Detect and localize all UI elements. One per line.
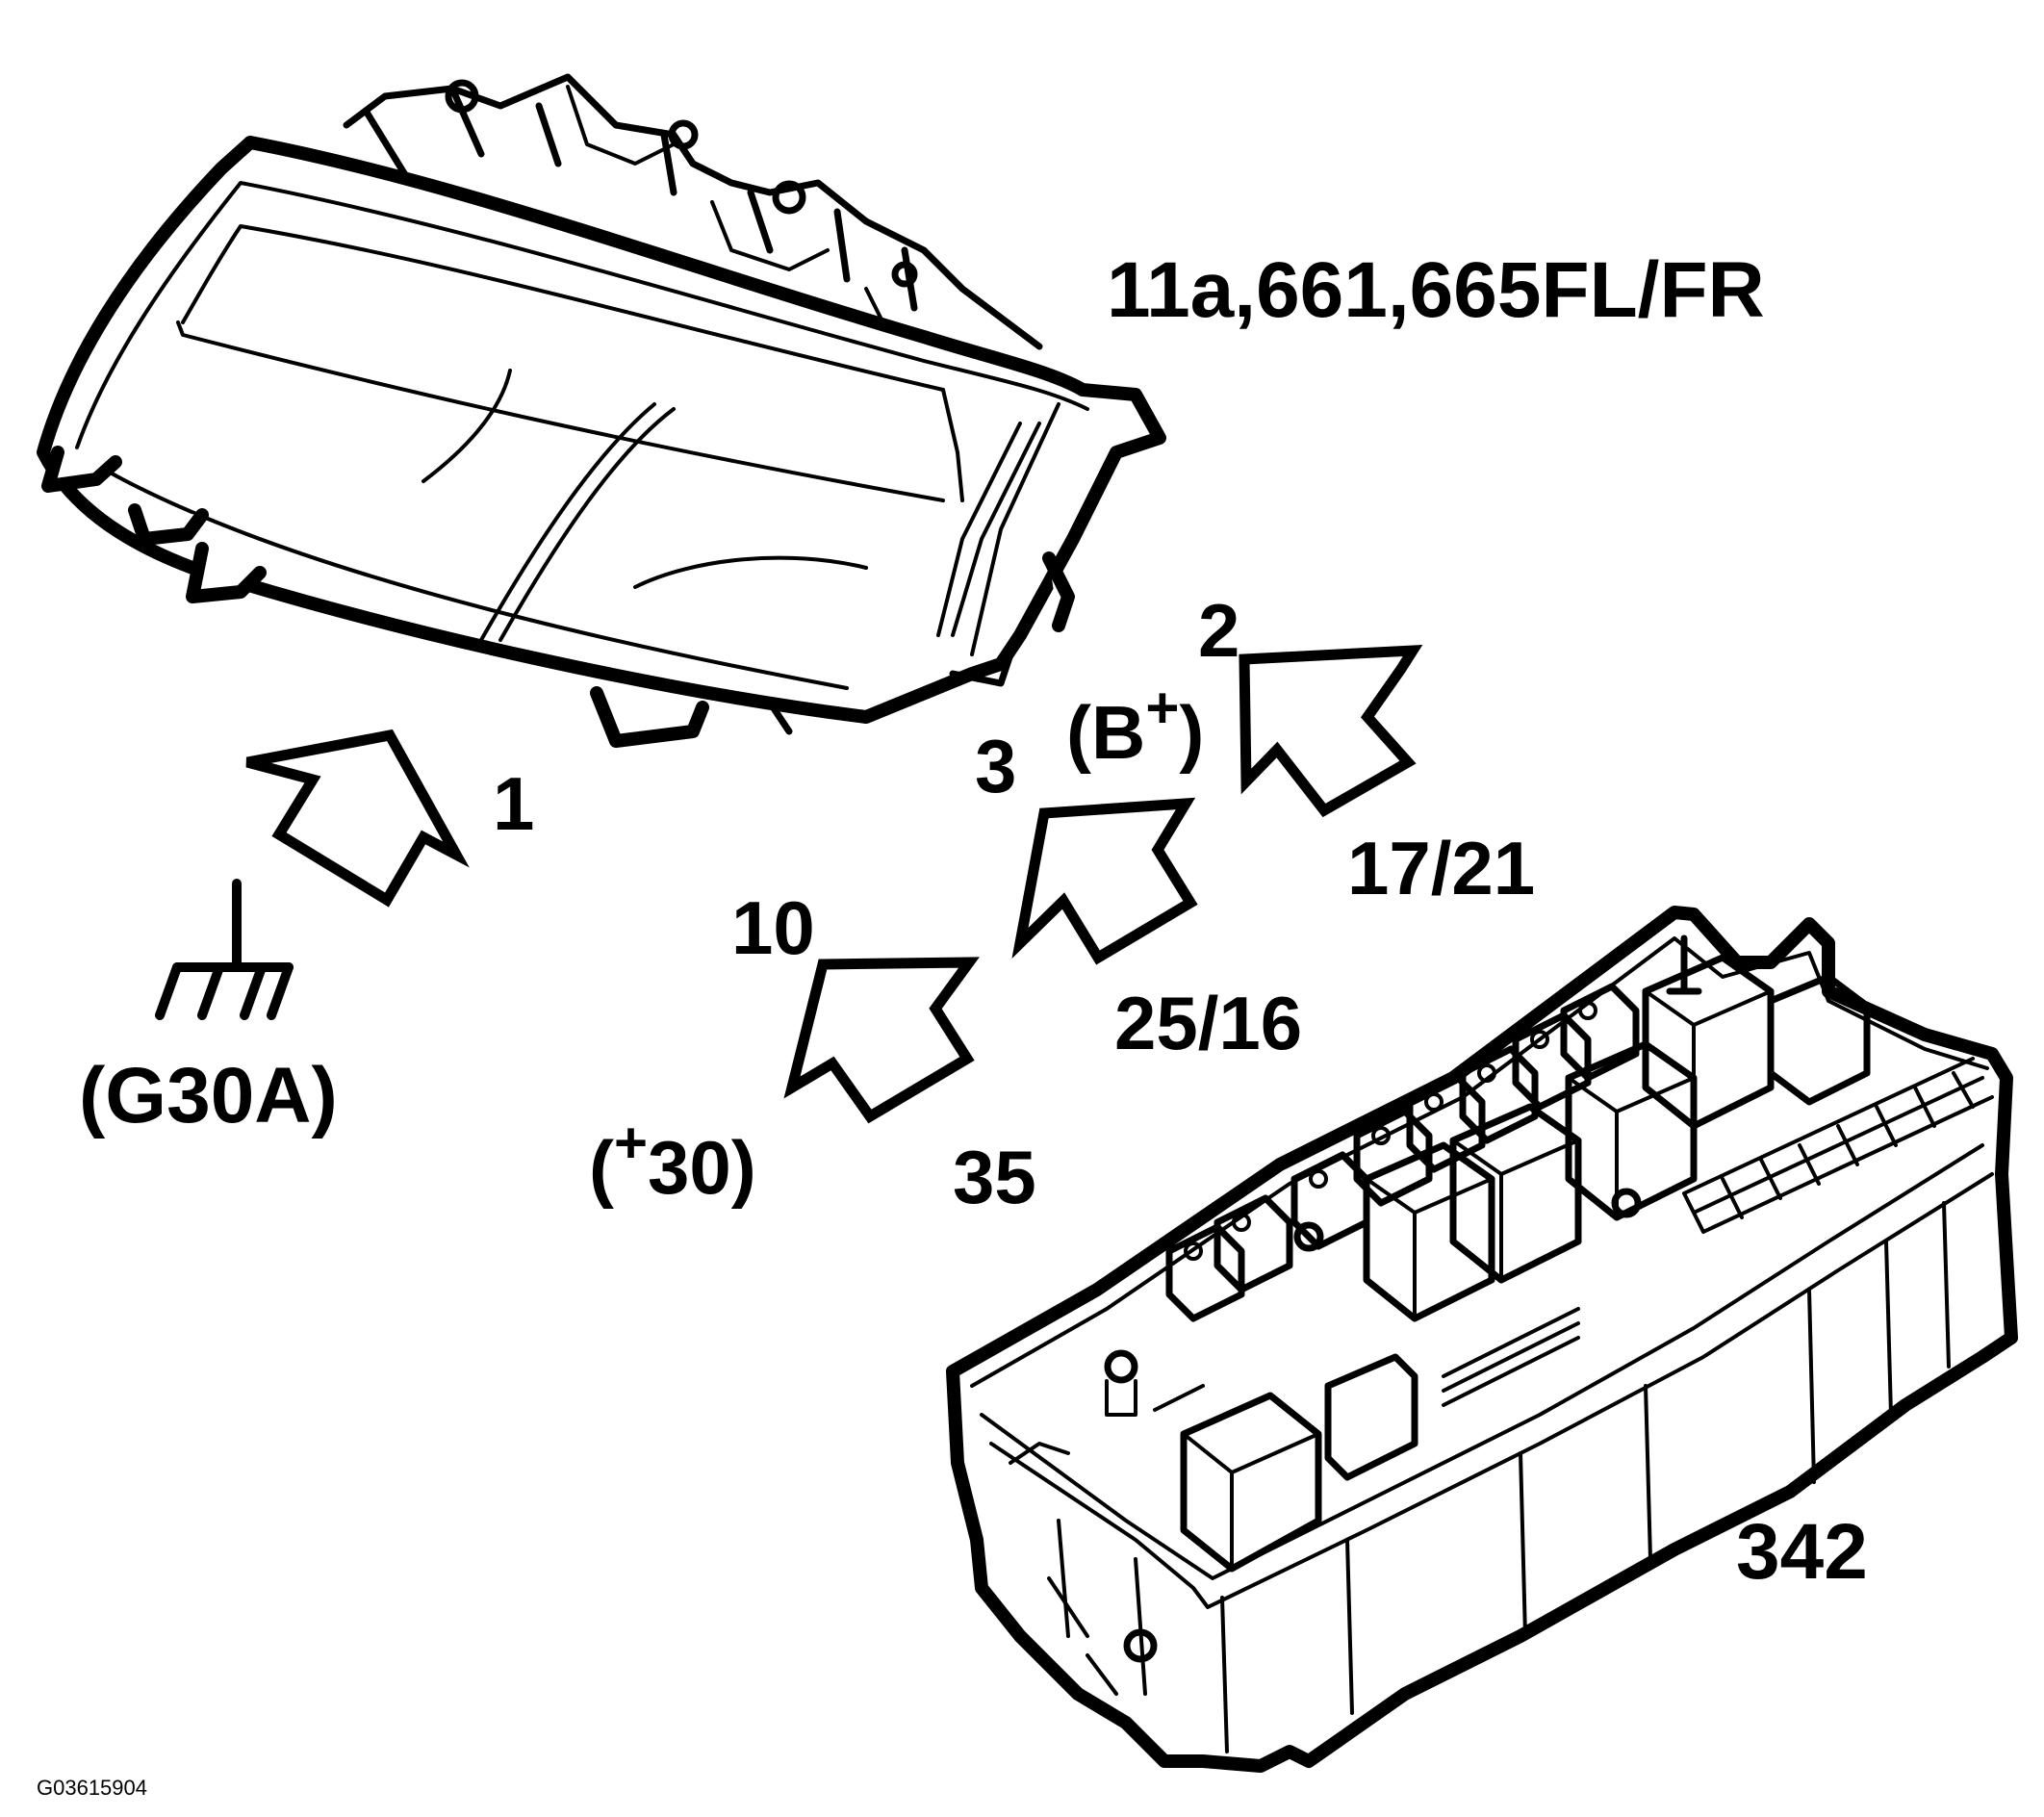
plus30-superscript: +: [614, 1111, 648, 1175]
headlamp-component-label: 11a,661,665FL/FR: [1107, 246, 1765, 334]
b-plus-superscript: +: [1145, 676, 1179, 740]
pin-10-label: 10: [731, 885, 815, 970]
plus30-label: (+30): [589, 1111, 756, 1210]
fuse-relay-box-drawing: [946, 906, 2018, 1773]
mini-fuse-grid: [1442, 1057, 1994, 1407]
wire-25-16-label: 25/16: [1114, 981, 1302, 1065]
fusebox-component-label: 342: [1736, 1508, 1868, 1596]
headlamp-drawing: [37, 73, 1166, 748]
pin-2-label: 2: [1198, 588, 1239, 673]
ground-id-label: (G30A): [79, 1052, 338, 1139]
arrow-1: [245, 729, 470, 908]
relay-block: [1180, 954, 1871, 1573]
pin-35-label: 35: [953, 1135, 1036, 1219]
figure-code: G03615904: [37, 1776, 147, 1800]
pin-3-label: 3: [975, 724, 1016, 808]
pin-1-label: 1: [493, 761, 534, 846]
wire-17-21-label: 17/21: [1347, 826, 1535, 910]
arrow-10: [783, 957, 980, 1124]
arrow-2: [1239, 644, 1423, 818]
ground-symbol: [155, 879, 294, 1020]
terminal-studs: [1009, 934, 1702, 1663]
plus30-open: (: [589, 1125, 614, 1210]
b-plus-label: (B+): [1066, 676, 1204, 775]
plus30-close: 30): [648, 1125, 756, 1210]
b-plus-open: (B: [1066, 690, 1145, 775]
b-plus-close: ): [1179, 690, 1204, 775]
arrow-3: [1011, 797, 1198, 965]
fuse-row: [1165, 983, 1640, 1322]
